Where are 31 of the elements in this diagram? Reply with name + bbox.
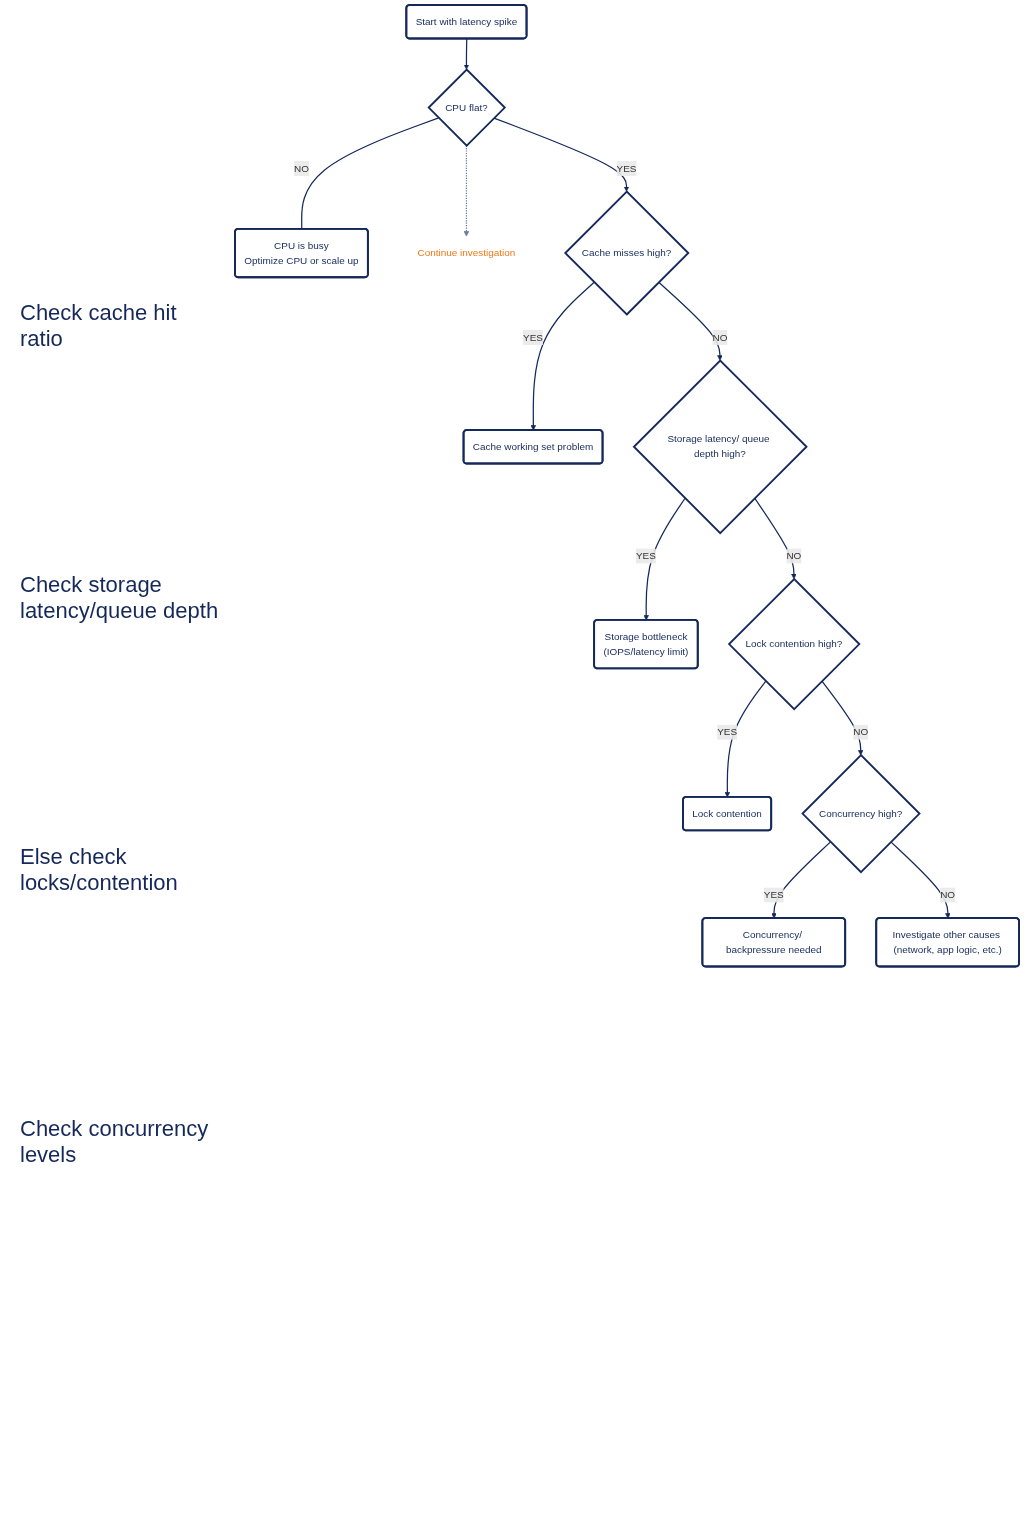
note-text: Check storage latency/queue depth — [20, 572, 220, 624]
arrow — [658, 281, 723, 361]
edge-label: YES — [717, 726, 738, 738]
arrow — [890, 841, 951, 919]
arrow — [754, 497, 797, 580]
node-diamond: Cache misses high? — [564, 190, 690, 316]
node-diamond: Storage latency/ queue depth high? — [632, 359, 808, 535]
edge-label: NO — [786, 550, 802, 562]
edge-label: NO — [293, 162, 309, 174]
arrow — [463, 38, 470, 70]
arrow — [493, 117, 630, 192]
note-text: Else check locks/contention — [20, 844, 179, 896]
edge-label: NO — [853, 726, 869, 738]
edge-label: NO — [940, 889, 956, 901]
edge-label: NO — [712, 331, 728, 343]
arrow — [771, 841, 832, 919]
note-text: Check concurrency levels — [20, 1116, 210, 1168]
node-diamond: CPU flat? — [427, 68, 507, 147]
arrow — [724, 680, 767, 798]
node-text: Continue investigation — [417, 247, 516, 258]
edge-label: YES — [523, 331, 543, 343]
edge-label: YES — [616, 162, 637, 174]
connector — [301, 117, 440, 230]
node-diamond: Concurrency high? — [801, 753, 921, 874]
arrow — [643, 497, 686, 621]
arrow — [530, 281, 595, 431]
node-diamond: Lock contention high? — [727, 577, 861, 711]
arrow — [821, 680, 864, 756]
edge-label: YES — [763, 889, 784, 901]
edge-label: YES — [635, 550, 656, 562]
note-text: Check cache hit ratio — [20, 300, 178, 352]
